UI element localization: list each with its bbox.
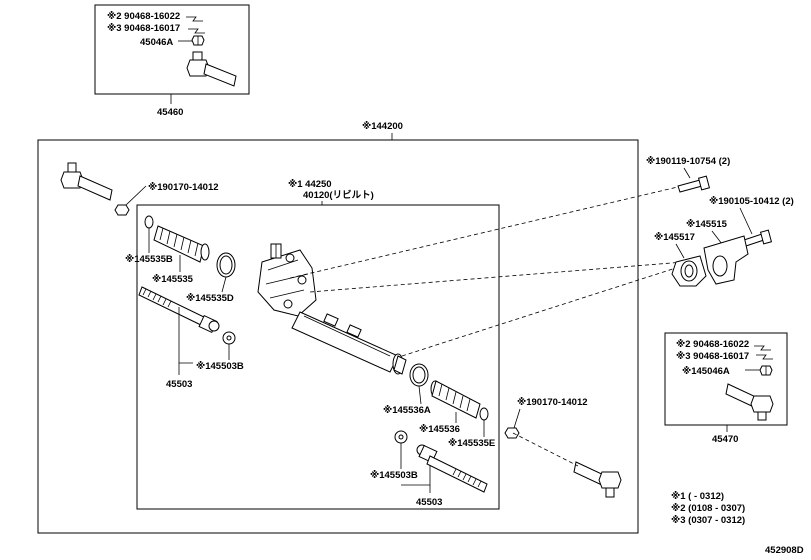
- assembly-inner-label-1: ※1 44250: [288, 179, 332, 190]
- tie-rod-end-icon: [186, 51, 237, 87]
- nut-right-icon: [504, 427, 520, 439]
- kit-top-line1: ※2 90468-16022: [107, 11, 180, 22]
- callout-bracket-a: ※145515: [686, 219, 728, 230]
- kit-top-line3: 45046A: [140, 37, 173, 48]
- kit-box-45460: [94, 4, 250, 95]
- callout-boot-right: ※145536: [419, 424, 460, 435]
- cotter-pin-icon: [186, 16, 203, 22]
- assembly-main-label: ※144200: [362, 121, 403, 132]
- note-1: ※1 ( - 0312): [671, 491, 724, 502]
- callout-clip-right: ※145535E: [448, 438, 495, 449]
- tie-rod-end-icon: [725, 383, 774, 421]
- boot-left-icon: [153, 225, 210, 263]
- cotter-pin-icon: [756, 354, 773, 360]
- callout-clamp-left: ※145535D: [186, 293, 234, 304]
- tie-rod-end-left-icon: [60, 162, 113, 201]
- kit-box-45470: [664, 332, 788, 426]
- callout-end-right: 45503: [416, 497, 442, 508]
- callout-bolt-right: ※190170-14012: [517, 397, 588, 408]
- kit-top-caption: 45460: [157, 107, 183, 118]
- clamp-ring-left-icon: [216, 252, 236, 278]
- cotter-pin-icon: [188, 28, 205, 34]
- callout-boot-left-plain: ※145535: [152, 274, 194, 285]
- inner-tie-rod-left-icon: [138, 286, 220, 334]
- bracket-a-icon: [703, 235, 749, 285]
- callout-bracket-b: ※145517: [654, 232, 695, 243]
- kit-right-line2: ※3 90468-16017: [676, 351, 749, 362]
- callout-bolt-top2: ※190105-10412 (2): [709, 196, 794, 207]
- castle-nut-icon: [191, 35, 205, 46]
- inner-tie-rod-right-icon: [416, 444, 488, 493]
- note-2: ※2 (0108 - 0307): [671, 503, 745, 514]
- callout-bolt-top1: ※190119-10754 (2): [646, 156, 730, 167]
- bolt-top1-icon: [677, 175, 711, 193]
- assembly-inner-frame: [136, 204, 500, 510]
- note-3: ※3 (0307 - 0312): [671, 515, 745, 526]
- callout-end-left: 45503: [166, 379, 192, 390]
- cotter-pin-icon: [754, 345, 771, 351]
- callout-clamp-right: ※145536A: [383, 405, 431, 416]
- nut-left-icon: [114, 204, 130, 216]
- bracket-b-icon: [671, 255, 707, 287]
- kit-right-line3: ※145046A: [682, 366, 730, 377]
- assembly-outer-frame: [37, 139, 639, 534]
- clip-ring-left-icon: [144, 215, 154, 229]
- washer-right-icon: [394, 430, 408, 444]
- callout-bolt-left: ※190170-14012: [148, 182, 219, 193]
- boot-right-icon: [430, 380, 481, 419]
- kit-top-line2: ※3 90468-16017: [107, 23, 180, 34]
- steering-rack-icon: [257, 243, 407, 375]
- kit-right-caption: 45470: [712, 434, 738, 445]
- clamp-ring-right-icon: [409, 363, 429, 387]
- connector-dashed: [401, 265, 683, 357]
- washer-left-icon: [222, 331, 236, 345]
- callout-end-right-washer: ※145503B: [370, 470, 418, 481]
- callout-boot-left: ※145535B: [125, 254, 173, 265]
- tie-rod-end-right-icon: [573, 461, 622, 498]
- connector-dashed: [309, 261, 685, 293]
- castle-nut-icon: [759, 365, 773, 376]
- clip-ring-right-icon: [479, 407, 489, 421]
- connector-dashed: [512, 432, 579, 467]
- callout-end-left-washer: ※145503B: [196, 361, 244, 372]
- assembly-inner-label-2: 40120(リビルト): [303, 189, 374, 201]
- kit-right-line1: ※2 90468-16022: [676, 339, 749, 350]
- diagram-id: 452908D: [765, 545, 804, 556]
